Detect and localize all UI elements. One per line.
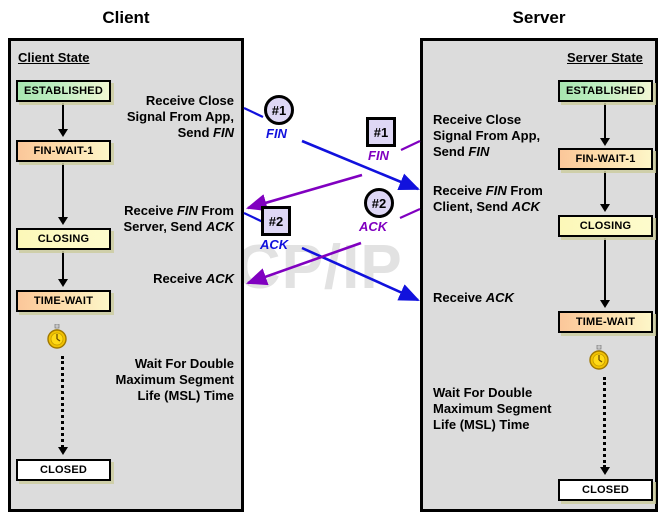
server-connector-2-head	[600, 204, 610, 212]
server-wait-dotted-line	[603, 377, 606, 468]
server-connector-2	[604, 171, 606, 204]
client-connector-3-head	[58, 279, 68, 287]
server-wait-arrow-head	[600, 467, 610, 475]
client-state-time-wait: TIME-WAIT	[16, 290, 111, 312]
client-event-recv-ack: Receive ACK	[153, 271, 234, 286]
client-connector-2-head	[58, 217, 68, 225]
client-connector-3	[62, 251, 64, 280]
server-message-marker-2[interactable]: #2	[364, 188, 394, 218]
server-panel	[420, 38, 658, 512]
server-fin-stub-line	[400, 140, 421, 151]
server-state-time-wait: TIME-WAIT	[558, 311, 653, 333]
client-stopwatch-icon	[47, 324, 67, 349]
server-state-heading: Server State	[567, 50, 643, 65]
server-event-recv-ack: Receive ACK	[433, 290, 514, 305]
client-message-label-1: FIN	[266, 126, 287, 141]
server-message-label-2: ACK	[359, 219, 388, 234]
client-state-heading: Client State	[18, 50, 90, 65]
server-connector-3-head	[600, 300, 610, 308]
client-state-established: ESTABLISHED	[16, 80, 111, 102]
client-state-closing: CLOSING	[16, 228, 111, 250]
client-message-marker-2[interactable]: #2	[261, 206, 291, 236]
client-connector-1-head	[58, 129, 68, 137]
client-fin-arrow	[301, 139, 420, 191]
client-connector-1	[62, 103, 64, 130]
client-message-label-2: ACK	[260, 237, 289, 252]
server-fin-arrow	[246, 173, 363, 212]
client-panel	[8, 38, 244, 512]
client-message-marker-1[interactable]: #1	[264, 95, 294, 125]
server-state-fin-wait-1: FIN-WAIT-1	[558, 148, 653, 170]
server-ack-stub-line	[399, 207, 421, 220]
client-column-title: Client	[102, 8, 150, 27]
server-message-label-1: FIN	[368, 148, 389, 163]
client-state-closed: CLOSED	[16, 459, 111, 481]
server-state-closed: CLOSED	[558, 479, 653, 501]
client-wait-dotted-line	[61, 356, 64, 448]
server-connector-1-head	[600, 138, 610, 146]
server-connector-1	[604, 103, 606, 139]
client-connector-2	[62, 163, 64, 218]
client-state-fin-wait-1: FIN-WAIT-1	[16, 140, 111, 162]
server-state-closing: CLOSING	[558, 215, 653, 237]
server-stopwatch-icon	[589, 345, 609, 370]
client-wait-arrow-head	[58, 447, 68, 455]
server-state-established: ESTABLISHED	[558, 80, 653, 102]
server-message-marker-1[interactable]: #1	[366, 117, 396, 147]
server-connector-3	[604, 238, 606, 301]
client-fin-stub-line	[243, 107, 264, 118]
server-column-title: Server	[512, 8, 566, 27]
